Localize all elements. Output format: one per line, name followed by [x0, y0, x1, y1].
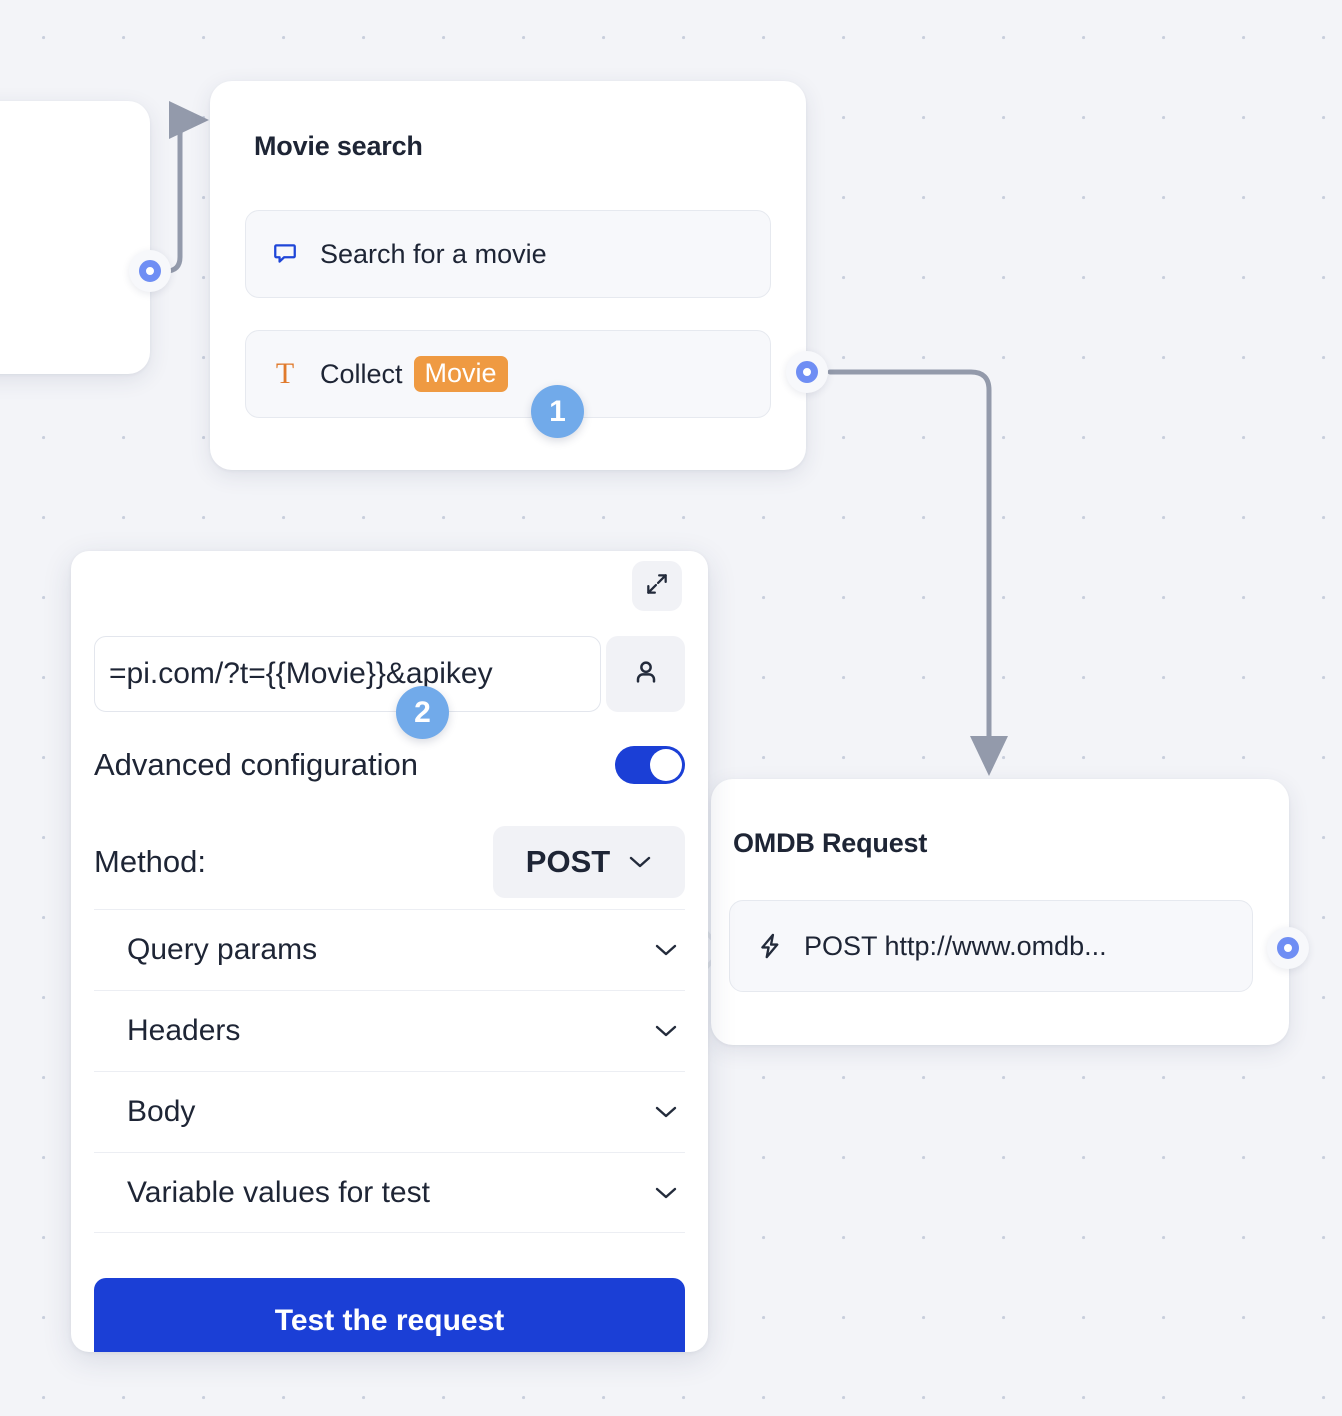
advanced-configuration-toggle[interactable] — [615, 746, 685, 784]
accordion-label-query-params: Query params — [127, 933, 318, 966]
lightning-bolt-icon — [756, 931, 784, 961]
person-icon — [631, 657, 661, 692]
node-movie-search[interactable]: Movie search Search for a movie T Collec… — [210, 81, 806, 470]
variable-chip-movie[interactable]: Movie — [413, 355, 508, 393]
request-config-panel[interactable]: Advanced configuration Method: POST Quer… — [71, 551, 708, 1352]
accordion-label-variable-values-for-test: Variable values for test — [127, 1175, 430, 1209]
annotation-badge-2: 2 — [396, 686, 449, 739]
port-movie-search-output[interactable] — [786, 351, 828, 393]
chat-bubble-icon — [272, 241, 298, 267]
expand-diagonal-icon — [644, 571, 670, 602]
chevron-down-icon — [654, 1105, 678, 1119]
advanced-configuration-row[interactable]: Advanced configuration — [94, 746, 685, 784]
node-title-movie-search: Movie search — [254, 131, 423, 161]
node-row-collect-movie[interactable]: T Collect Movie — [245, 330, 771, 418]
chevron-down-icon — [654, 1024, 678, 1038]
row-label-search-for-a-movie: Search for a movie — [320, 238, 547, 269]
chevron-down-icon — [654, 943, 678, 957]
row-label-post-request: POST http://www.omdb... — [804, 930, 1107, 961]
port-clipped-node-output[interactable] — [129, 250, 171, 292]
accordion-item-headers[interactable]: Headers — [94, 990, 685, 1071]
node-row-search-for-a-movie[interactable]: Search for a movie — [245, 210, 771, 298]
request-url-input[interactable] — [94, 636, 601, 712]
url-input-row[interactable] — [94, 636, 685, 712]
text-t-icon: T — [275, 357, 295, 390]
chevron-down-icon — [628, 855, 652, 869]
credentials-button[interactable] — [606, 636, 685, 712]
edge-left-to-movie — [151, 101, 210, 274]
method-selected-value: POST — [525, 844, 611, 879]
node-title-omdb-request: OMDB Request — [733, 828, 928, 858]
method-dropdown[interactable]: POST — [493, 826, 685, 898]
accordion-item-query-params[interactable]: Query params — [94, 909, 685, 990]
test-the-request-button[interactable]: Test the request — [94, 1278, 685, 1352]
accordion-label-body: Body — [127, 1095, 196, 1128]
row-label-collect: Collect — [320, 358, 403, 389]
port-omdb-request-output[interactable] — [1267, 927, 1309, 969]
method-label: Method: — [94, 844, 207, 879]
advanced-configuration-label: Advanced configuration — [94, 747, 419, 782]
accordion-item-variable-values-for-test[interactable]: Variable values for test — [94, 1152, 685, 1233]
node-omdb-request[interactable]: OMDB Request POST http://www.omdb... — [711, 779, 1289, 1045]
method-row[interactable]: Method: POST — [94, 826, 685, 898]
edge-movie-to-omdb — [827, 369, 1008, 777]
annotation-badge-1: 1 — [531, 385, 584, 438]
clipped-node-left[interactable] — [0, 101, 150, 374]
config-accordion: Query params Headers Body — [94, 909, 685, 1233]
node-row-post-request[interactable]: POST http://www.omdb... — [729, 900, 1253, 992]
expand-panel-button[interactable] — [632, 561, 682, 611]
accordion-item-body[interactable]: Body — [94, 1071, 685, 1152]
chevron-down-icon — [654, 1186, 678, 1200]
accordion-label-headers: Headers — [127, 1014, 241, 1047]
